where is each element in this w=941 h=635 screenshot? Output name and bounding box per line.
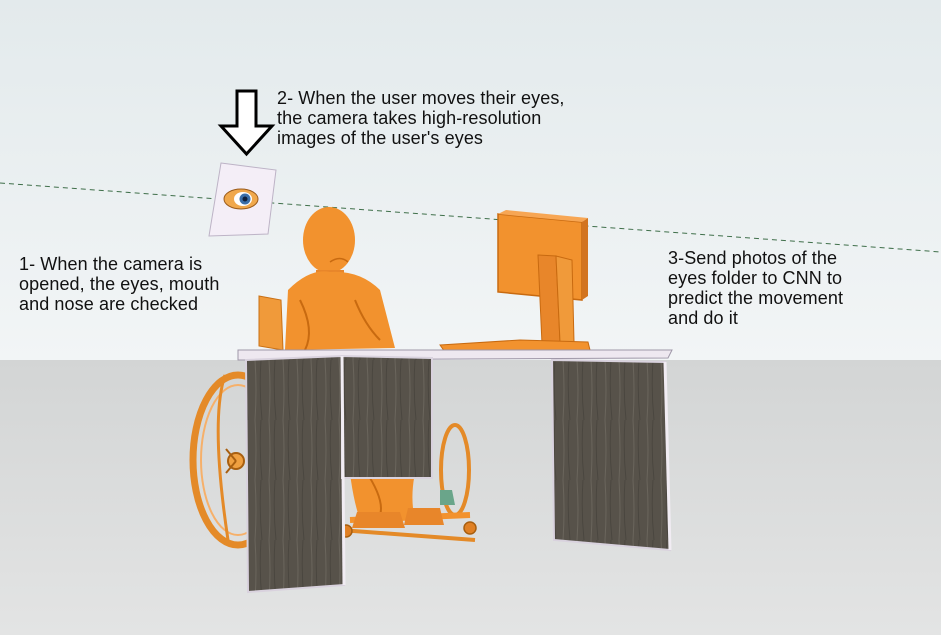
ground [0, 360, 941, 635]
step-2-annotation: 2- When the user moves their eyes, the c… [277, 88, 565, 148]
eye-icon [223, 188, 259, 210]
step-1-annotation: 1- When the camera is opened, the eyes, … [19, 254, 220, 314]
monitor [439, 210, 591, 353]
desk [237, 349, 673, 594]
horizon-line [0, 182, 941, 253]
sky [0, 0, 941, 362]
camera-eye-card [208, 162, 277, 237]
down-arrow-icon [217, 89, 276, 157]
step-3-annotation: 3-Send photos of the eyes folder to CNN … [668, 248, 844, 328]
